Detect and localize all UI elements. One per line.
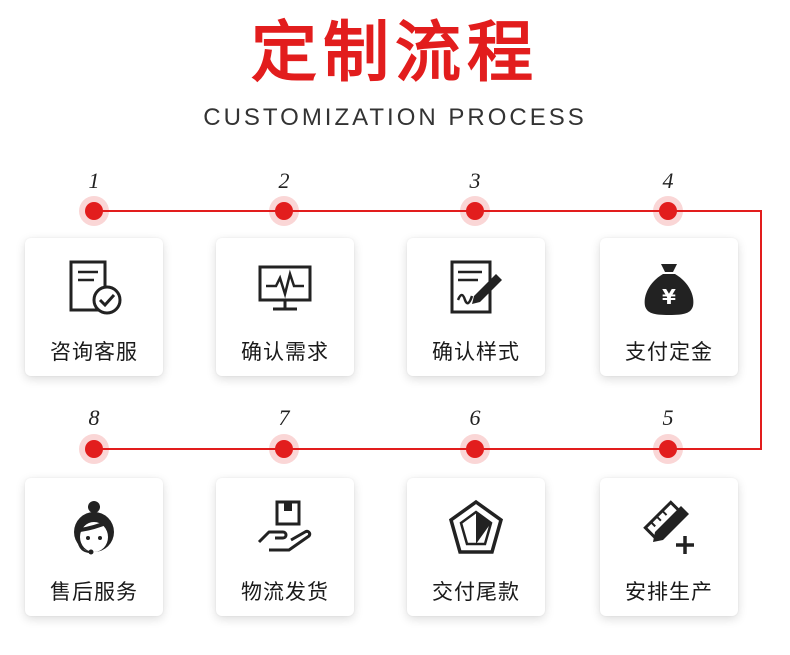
- step-card-7: 物流发货: [216, 478, 354, 616]
- money-bag-icon: ¥: [644, 264, 694, 315]
- step-card-4: ¥ 支付定金: [600, 238, 738, 376]
- document-check-icon: [69, 260, 122, 315]
- step-dot-5: [653, 434, 683, 464]
- step-dot-2: [269, 196, 299, 226]
- page-subtitle: CUSTOMIZATION PROCESS: [203, 104, 587, 131]
- step-label-7: 物流发货: [241, 580, 329, 604]
- step-number-2: 2: [278, 168, 290, 193]
- timeline-right-connector: [760, 210, 762, 450]
- step-dot-3: [460, 196, 490, 226]
- step-number-8: 8: [88, 405, 100, 430]
- step-card-1: 咨询客服: [25, 238, 163, 376]
- timeline-bottom-line: [95, 448, 762, 450]
- step-dot-4: [653, 196, 683, 226]
- step-label-8: 售后服务: [50, 580, 138, 604]
- step-label-3: 确认样式: [432, 340, 520, 364]
- svg-text:¥: ¥: [662, 285, 676, 309]
- diamond-pentagon-icon: [448, 499, 504, 554]
- step-number-7: 7: [278, 405, 290, 430]
- pencil-ruler-plus-icon: [643, 500, 694, 554]
- step-label-4: 支付定金: [625, 340, 713, 364]
- monitor-pulse-icon: [258, 265, 312, 311]
- page-title: 定制流程: [251, 14, 539, 91]
- step-number-3: 3: [469, 168, 481, 193]
- step-number-1: 1: [88, 168, 100, 193]
- step-number-4: 4: [662, 168, 674, 193]
- step-dot-1: [79, 196, 109, 226]
- document-sign-icon: [450, 260, 502, 314]
- step-card-2: 确认需求: [216, 238, 354, 376]
- step-card-8: 售后服务: [25, 478, 163, 616]
- step-card-3: 确认样式: [407, 238, 545, 376]
- hand-package-icon: [257, 500, 312, 552]
- step-label-6: 交付尾款: [432, 580, 520, 604]
- step-number-6: 6: [469, 405, 481, 430]
- step-label-2: 确认需求: [241, 340, 329, 364]
- step-label-5: 安排生产: [625, 580, 713, 604]
- step-number-5: 5: [662, 405, 674, 430]
- customer-service-headset-icon: [74, 501, 114, 555]
- step-card-6: 交付尾款: [407, 478, 545, 616]
- timeline-top-line: [95, 210, 762, 212]
- step-dot-6: [460, 434, 490, 464]
- step-label-1: 咨询客服: [50, 340, 138, 364]
- step-dot-8: [79, 434, 109, 464]
- step-dot-7: [269, 434, 299, 464]
- step-card-5: 安排生产: [600, 478, 738, 616]
